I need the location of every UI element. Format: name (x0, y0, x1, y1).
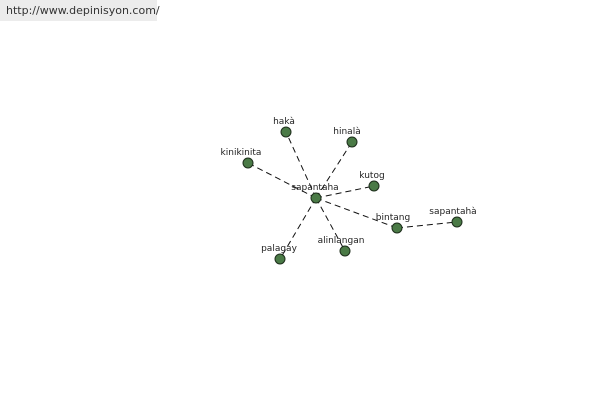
node-label-alinlangan: alinlangan (318, 236, 365, 246)
nodes-layer (242, 126, 463, 265)
node-kutog[interactable] (368, 180, 380, 192)
node-sapantaha2[interactable] (451, 216, 463, 228)
labels-layer: hakà hinalà kinikinita kutog sapantaha b… (221, 117, 477, 254)
edge-sapantaha-bintang (315, 197, 398, 229)
node-kinikinita[interactable] (242, 157, 254, 169)
node-label-kinikinita: kinikinita (221, 148, 262, 158)
url-text: http://www.depinisyon.com/ (6, 4, 160, 17)
edge-bintang-sapantaha2 (396, 221, 458, 229)
node-label-hinala: hinalà (333, 127, 360, 137)
edge-sapantaha-haka (285, 131, 317, 199)
node-alinlangan[interactable] (339, 245, 351, 257)
node-hinala[interactable] (346, 136, 358, 148)
edge-sapantaha-alinlangan (315, 197, 346, 252)
edges-layer (247, 131, 458, 260)
node-palagay[interactable] (274, 253, 286, 265)
node-label-palagay: palagay (261, 244, 297, 254)
node-label-kutog: kutog (359, 171, 384, 181)
node-haka[interactable] (280, 126, 292, 138)
node-label-sapantaha2: sapantahà (429, 207, 476, 217)
node-bintang[interactable] (391, 222, 403, 234)
edge-sapantaha-hinala (315, 141, 353, 199)
edge-sapantaha-kinikinita (247, 162, 317, 199)
url-bar: http://www.depinisyon.com/ (0, 0, 160, 21)
node-label-bintang: bintang (376, 213, 410, 223)
node-label-haka: hakà (273, 117, 295, 127)
edge-sapantaha-palagay (279, 197, 317, 260)
node-sapantaha[interactable] (310, 192, 322, 204)
node-label-sapantaha: sapantaha (291, 183, 338, 193)
